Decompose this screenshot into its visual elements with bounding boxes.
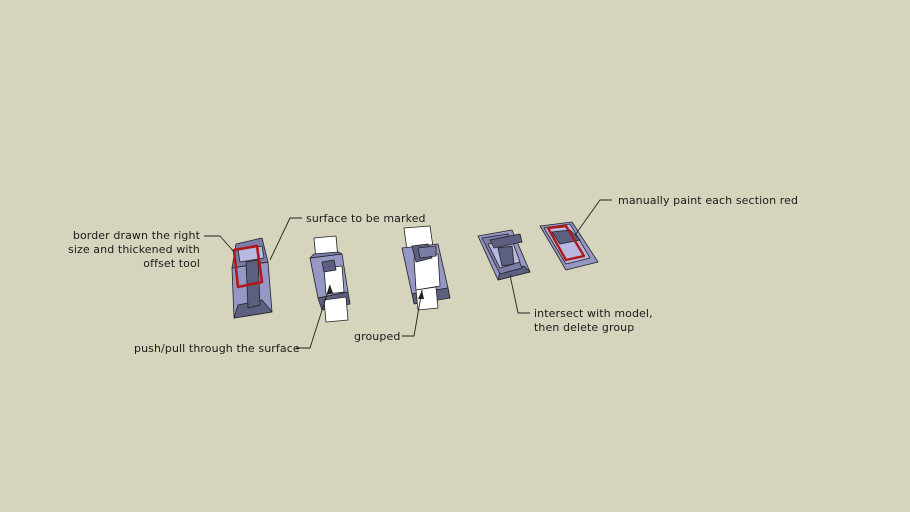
model-border-drawn: [231, 237, 273, 319]
annotation-border-line-3: offset tool: [143, 257, 200, 270]
annotation-border-line-1: border drawn the right: [72, 229, 200, 242]
annotation-border: border drawn the right size and thickene…: [60, 229, 200, 271]
annotation-border-line-2: size and thickened with: [67, 243, 200, 256]
arrow-head-grouped: [418, 290, 424, 299]
model-push-pull: [309, 235, 351, 323]
red-border-outline: [232, 244, 264, 289]
annotation-intersect-line-1: intersect with model,: [534, 307, 653, 320]
annotation-intersect-line-2: then delete group: [534, 321, 635, 334]
red-painted-outline: [546, 224, 586, 262]
annotation-pushpull: push/pull through the surface: [134, 342, 300, 355]
leader-grouped: [402, 289, 423, 337]
annotation-intersect: intersect with model, then delete group: [534, 307, 653, 335]
annotation-paint: manually paint each section red: [618, 194, 799, 207]
model-painted: [539, 221, 599, 271]
leader-pushpull: [296, 284, 331, 349]
model-intersect: [477, 229, 531, 281]
arrow-head-pushpull: [327, 285, 333, 294]
annotation-surface: surface to be marked: [306, 212, 426, 225]
arrow-heads: [327, 285, 424, 299]
model-grouped: [401, 225, 451, 311]
annotation-grouped: grouped: [354, 330, 401, 343]
leader-paint: [574, 199, 612, 236]
leader-intersect: [509, 274, 530, 314]
leader-lines: [204, 199, 612, 349]
leader-surface: [269, 217, 302, 261]
leader-border: [204, 235, 235, 253]
